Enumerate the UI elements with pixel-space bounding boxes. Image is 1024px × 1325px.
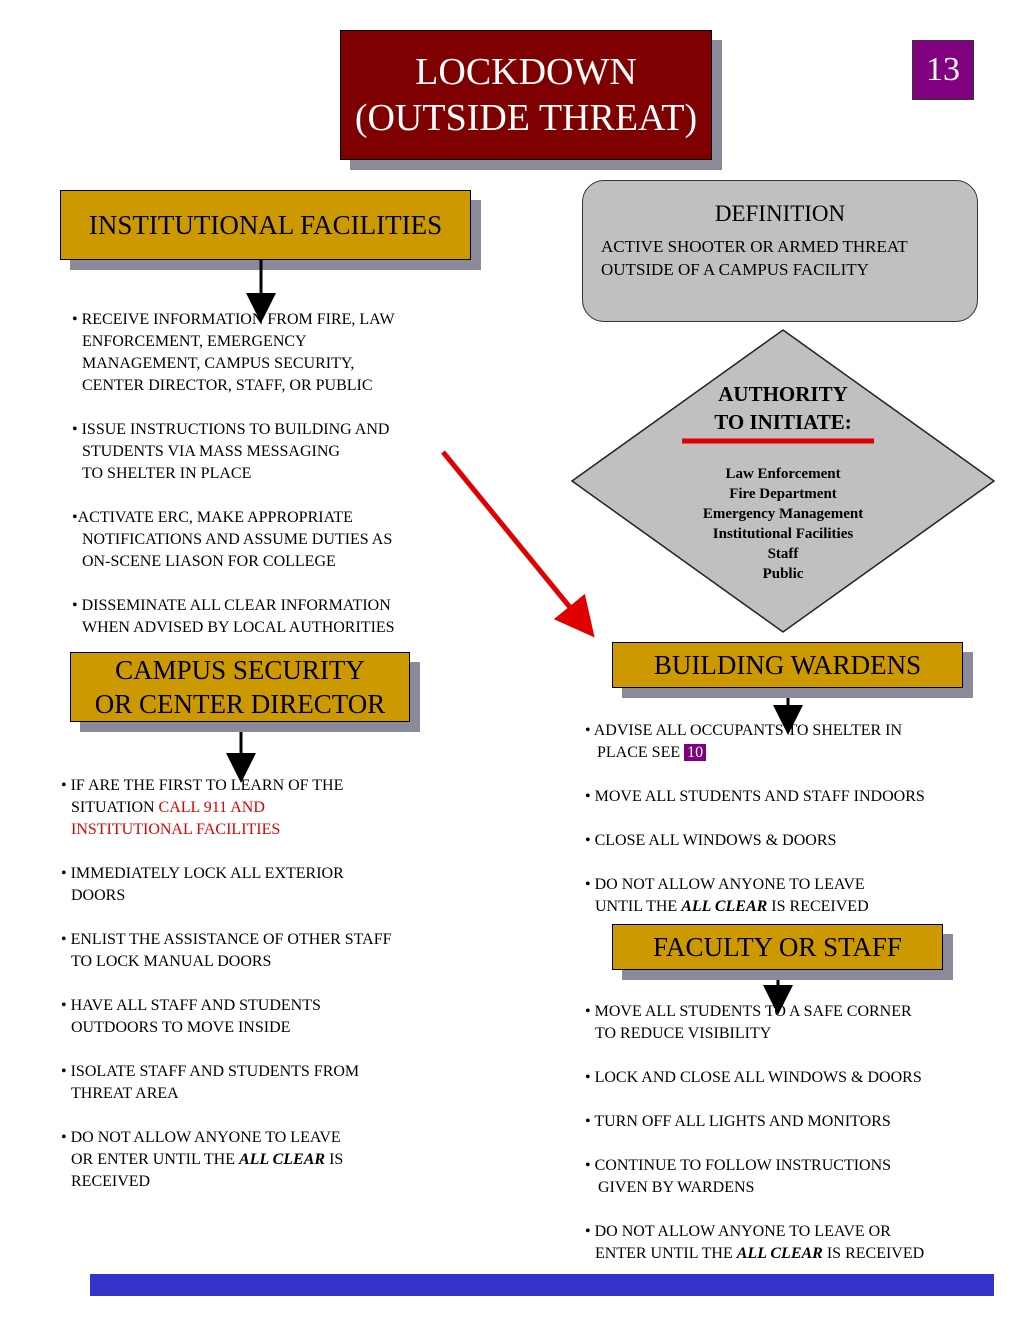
list-item: • LOCK AND CLOSE ALL WINDOWS & DOORS bbox=[585, 1069, 922, 1086]
list-item: • ENLIST THE ASSISTANCE OF OTHER STAFF T… bbox=[61, 931, 392, 970]
institutional-facilities-label-text: INSTITUTIONAL FACILITIES bbox=[88, 209, 443, 240]
list-item: • IMMEDIATELY LOCK ALL EXTERIOR DOORS bbox=[61, 865, 344, 904]
faculty-bullets: • MOVE ALL STUDENTS TO A SAFE CORNER TO … bbox=[585, 1001, 1005, 1287]
authority-item: Public bbox=[762, 566, 804, 582]
authority-heading-line-2: TO INITIATE: bbox=[714, 410, 852, 434]
campus-security-label-line-1: CAMPUS SECURITY bbox=[115, 655, 365, 685]
definition-line-2: OUTSIDE OF A CAMPUS FACILITY bbox=[601, 260, 869, 279]
list-item: • ISSUE INSTRUCTIONS TO BUILDING AND STU… bbox=[72, 421, 390, 482]
authority-item: Law Enforcement bbox=[725, 466, 841, 482]
list-item: • IF ARE THE FIRST TO LEARN OF THE SITUA… bbox=[61, 777, 344, 838]
institutional-facilities-label: INSTITUTIONAL FACILITIES bbox=[60, 190, 481, 270]
definition-heading: DEFINITION bbox=[714, 201, 846, 226]
list-item: • DO NOT ALLOW ANYONE TO LEAVE OR ENTER … bbox=[585, 1223, 925, 1262]
wardens-bullets: • ADVISE ALL OCCUPANTS TO SHELTER IN PLA… bbox=[585, 720, 1005, 940]
authority-item: Staff bbox=[767, 546, 799, 562]
title-line-1: LOCKDOWN bbox=[415, 51, 637, 93]
list-item: • CLOSE ALL WINDOWS & DOORS bbox=[585, 832, 837, 849]
list-item: • RECEIVE INFORMATION FROM FIRE, LAW ENF… bbox=[72, 311, 395, 394]
list-item: • ISOLATE STAFF AND STUDENTS FROM THREAT… bbox=[61, 1063, 360, 1102]
authority-diamond bbox=[570, 329, 996, 633]
authority-heading-line-1: AUTHORITY bbox=[718, 382, 848, 406]
list-item: • MOVE ALL STUDENTS AND STAFF INDOORS bbox=[585, 788, 925, 805]
list-item: • MOVE ALL STUDENTS TO A SAFE CORNER TO … bbox=[585, 1003, 912, 1042]
red-arrow-to-wardens bbox=[441, 450, 595, 638]
list-item: •ACTIVATE ERC, MAKE APPROPRIATE NOTIFICA… bbox=[72, 509, 393, 570]
building-wardens-label-text: BUILDING WARDENS bbox=[653, 649, 922, 680]
definition-box: DEFINITION ACTIVE SHOOTER OR ARMED THREA… bbox=[582, 180, 978, 322]
list-item: • DISSEMINATE ALL CLEAR INFORMATION WHEN… bbox=[72, 597, 395, 636]
authority-list: Law Enforcement Fire Department Emergenc… bbox=[640, 464, 926, 584]
title-line-2: (OUTSIDE THREAT) bbox=[354, 97, 698, 139]
list-item: • ADVISE ALL OCCUPANTS TO SHELTER IN PLA… bbox=[585, 722, 903, 761]
footer-bar bbox=[90, 1274, 994, 1296]
campus-security-label-line-2: OR CENTER DIRECTOR bbox=[94, 689, 386, 719]
institutional-bullets: • RECEIVE INFORMATION FROM FIRE, LAW ENF… bbox=[72, 309, 472, 661]
page-number-badge: 13 bbox=[912, 40, 974, 100]
list-item: • HAVE ALL STAFF AND STUDENTS OUTDOORS T… bbox=[61, 997, 321, 1036]
section-ref-badge[interactable]: 10 bbox=[684, 744, 707, 761]
campus-bullets: • IF ARE THE FIRST TO LEARN OF THE SITUA… bbox=[61, 775, 471, 1215]
list-item: • TURN OFF ALL LIGHTS AND MONITORS bbox=[585, 1113, 891, 1130]
list-item: • DO NOT ALLOW ANYONE TO LEAVE UNTIL THE… bbox=[585, 876, 869, 915]
list-item: • CONTINUE TO FOLLOW INSTRUCTIONS GIVEN … bbox=[585, 1157, 892, 1196]
faculty-staff-label: FACULTY OR STAFF bbox=[612, 924, 953, 980]
authority-item: Fire Department bbox=[729, 486, 837, 502]
building-wardens-label: BUILDING WARDENS bbox=[612, 642, 973, 698]
authority-item: Institutional Facilities bbox=[712, 526, 854, 542]
faculty-staff-label-text: FACULTY OR STAFF bbox=[653, 931, 902, 962]
campus-security-label: CAMPUS SECURITY OR CENTER DIRECTOR bbox=[70, 652, 420, 732]
authority-item: Emergency Management bbox=[702, 506, 864, 522]
definition-line-1: ACTIVE SHOOTER OR ARMED THREAT bbox=[601, 237, 908, 256]
list-item: • DO NOT ALLOW ANYONE TO LEAVE OR ENTER … bbox=[61, 1129, 344, 1190]
title-box: LOCKDOWN (OUTSIDE THREAT) bbox=[340, 30, 722, 170]
